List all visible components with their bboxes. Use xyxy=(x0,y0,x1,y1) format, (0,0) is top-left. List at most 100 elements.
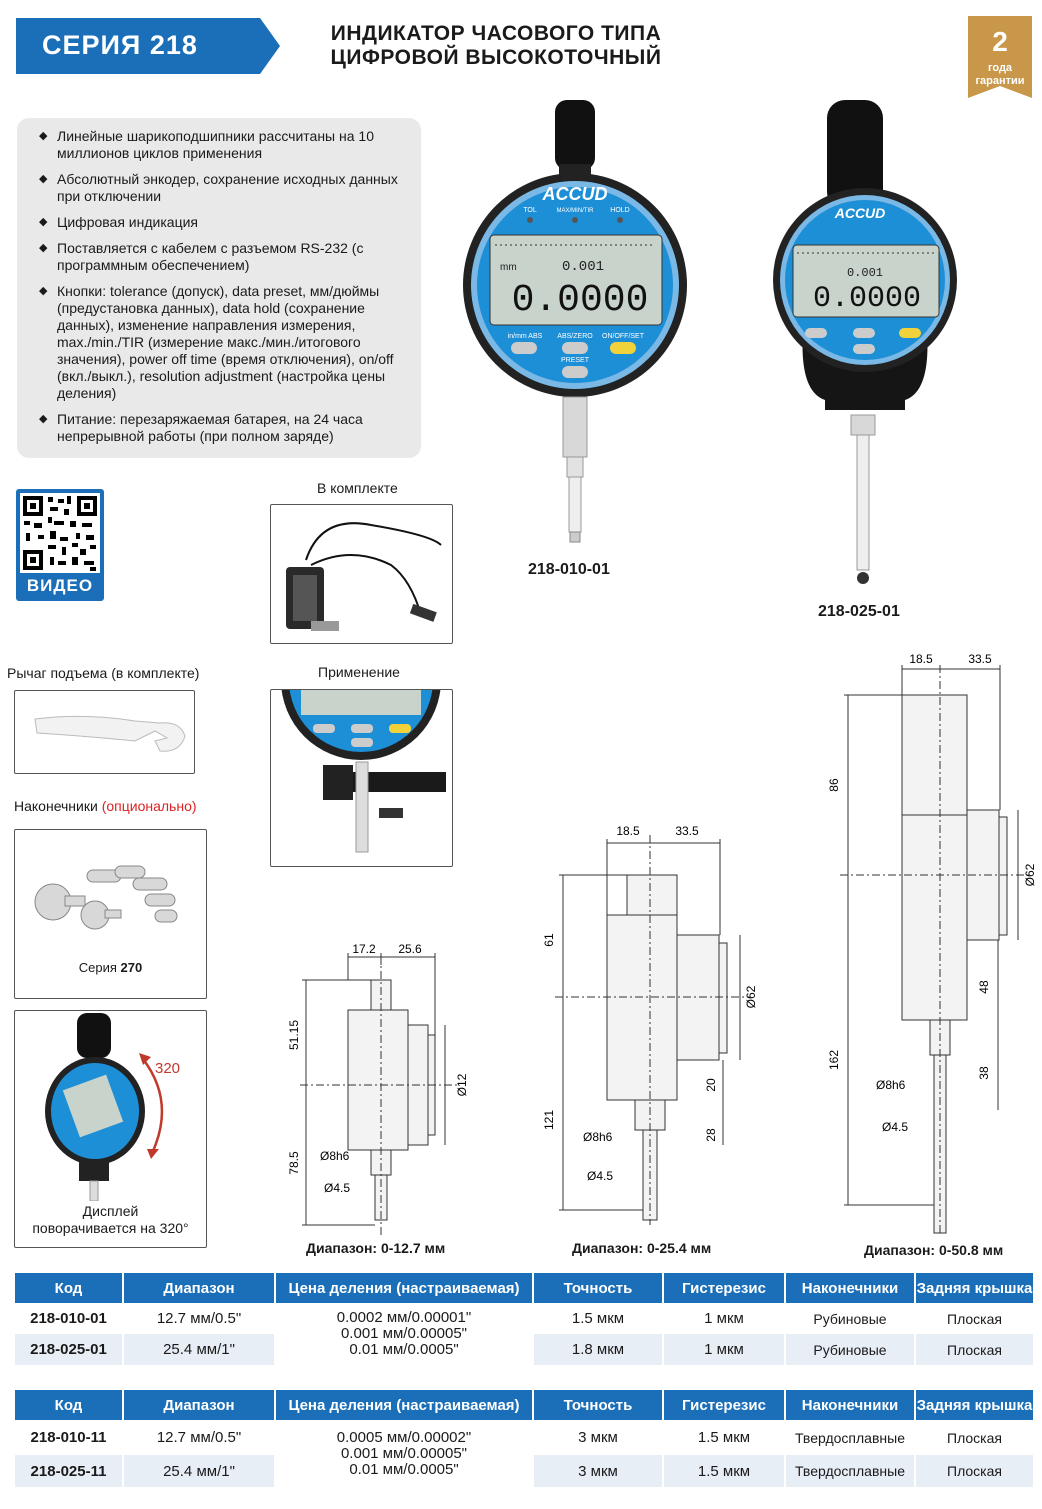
lift-lever-icon xyxy=(34,715,186,752)
col-header: Задняя крышка xyxy=(914,1273,1033,1303)
dim-height-lower: 121 xyxy=(542,1110,556,1130)
cell-back: Плоская xyxy=(914,1455,1033,1487)
dim-height-upper: 61 xyxy=(542,933,556,947)
cell-range: 12.7 мм/0.5" xyxy=(122,1420,275,1455)
tips-series-number: 270 xyxy=(120,960,143,975)
cell-code: 218-010-11 xyxy=(15,1420,123,1455)
btn-tol-label: TOL xyxy=(523,207,537,214)
spec-table-2: Код Диапазон Цена деления (настраиваемая… xyxy=(15,1390,1033,1487)
drawing-218-025-long: 18.5 33.5 86 162 Ø62 48 38 Ø8h6 Ø4.5 xyxy=(827,652,1037,1235)
rotation-caption: Дисплей поворачивается на 320° xyxy=(15,1203,206,1237)
cell-tips: Твердосплавные xyxy=(784,1455,915,1487)
drawing-218-025: 18.5 33.5 61 121 Ø62 20 28 Ø8h6 Ø4.5 xyxy=(542,824,758,1225)
cell-tips: Рубиновые xyxy=(784,1303,915,1334)
product-image-218-025-01: ACCUD 0.001 0.0000 xyxy=(773,100,957,584)
series-title: СЕРИЯ 218 xyxy=(42,30,198,60)
cell-tips: Твердосплавные xyxy=(784,1420,915,1455)
spec-table-1: Код Диапазон Цена деления (настраиваемая… xyxy=(15,1273,1033,1365)
product-image-218-010-01: ACCUD TOL MAX/MIN/TIR HOLD mm 0.001 0.00… xyxy=(463,100,687,543)
application-title: Применение xyxy=(318,664,400,680)
col-header: Гистерезис xyxy=(662,1390,785,1420)
cell-range: 25.4 мм/1" xyxy=(122,1455,275,1487)
dim-top-a: 18.5 xyxy=(909,652,933,666)
btn-maxmin-label: MAX/MIN/TIR xyxy=(557,208,595,214)
cell-range: 25.4 мм/1" xyxy=(122,1334,275,1365)
dim-diameter: Ø12 xyxy=(455,1073,469,1096)
cell-back: Плоская xyxy=(914,1334,1033,1365)
dim-stem: Ø8h6 xyxy=(876,1078,906,1092)
dim-top-a: 17.2 xyxy=(352,942,376,956)
rotation-caption-line2: поворачивается на 320° xyxy=(32,1220,189,1236)
lever-title: Рычаг подъема (в комплекте) xyxy=(7,665,200,681)
cell-accuracy: 3 мкм xyxy=(532,1455,663,1487)
feature-item: Кнопки: tolerance (допуск), data preset,… xyxy=(39,283,407,402)
range-caption-2: Диапазон: 0-25.4 мм xyxy=(572,1240,712,1256)
cell-hysteresis: 1.5 мкм xyxy=(662,1420,785,1455)
col-header: Код xyxy=(15,1273,123,1303)
warranty-text-line1: года xyxy=(987,62,1013,74)
col-header: Задняя крышка xyxy=(914,1390,1033,1420)
tips-image-box: Серия 270 xyxy=(14,829,207,999)
feature-item: Линейные шарикоподшипники рассчитаны на … xyxy=(39,128,407,162)
brand-logo: ACCUD xyxy=(834,205,886,221)
table-row: 218-025-01 25.4 мм/1" 1.8 мкм 1 мкм Руби… xyxy=(15,1334,1033,1365)
col-header: Цена деления (настраиваемая) xyxy=(274,1273,533,1303)
measuring-tips-icon xyxy=(34,865,178,930)
lever-image-box xyxy=(14,690,195,774)
range-caption-1: Диапазон: 0-12.7 мм xyxy=(306,1240,446,1256)
display-small-value: 0.001 xyxy=(562,259,604,275)
dim-tip: Ø4.5 xyxy=(324,1181,350,1195)
table-header-row: Код Диапазон Цена деления (настраиваемая… xyxy=(15,1390,1033,1420)
dim-height-upper: 86 xyxy=(827,778,841,792)
table-row: 218-010-11 12.7 мм/0.5" 0.0005 мм/0.0000… xyxy=(15,1420,1033,1487)
dim-top-a: 18.5 xyxy=(616,824,640,838)
cable-image-box xyxy=(270,504,453,644)
cell-resolution: 0.0005 мм/0.00002" 0.001 мм/0.00005" 0.0… xyxy=(274,1420,533,1487)
rotation-image-box: 320 Дисплей поворачивается на 320° xyxy=(14,1010,207,1248)
application-stand-icon xyxy=(281,690,446,853)
tips-series-prefix: Серия xyxy=(78,960,117,975)
table-header-row: Код Диапазон Цена деления (настраиваемая… xyxy=(15,1273,1033,1303)
table-row: 218-010-01 12.7 мм/0.5" 0.0002 мм/0.0000… xyxy=(15,1303,1033,1365)
display-small-value: 0.001 xyxy=(847,266,883,280)
tips-series-caption: Серия 270 xyxy=(15,960,206,975)
resolution-line: 0.01 мм/0.0005" xyxy=(349,1341,459,1358)
cell-tips: Рубиновые xyxy=(784,1334,915,1365)
cell-accuracy: 1.8 мкм xyxy=(532,1334,663,1365)
banner-arrow-shape xyxy=(16,18,280,74)
video-qr-code[interactable]: ВИДЕО xyxy=(16,489,104,601)
cell-hysteresis: 1 мкм xyxy=(662,1334,785,1365)
dim-stem: Ø8h6 xyxy=(320,1149,350,1163)
model-label-2: 218-025-01 xyxy=(818,603,900,620)
tips-title-text: Наконечники xyxy=(14,798,98,814)
range-caption-3: Диапазон: 0-50.8 мм xyxy=(864,1242,1004,1258)
feature-item: Цифровая индикация xyxy=(39,214,407,231)
warranty-text: года гарантии xyxy=(968,62,1032,88)
cell-code: 218-010-01 xyxy=(15,1303,123,1334)
dim-diameter: Ø62 xyxy=(744,985,758,1008)
dim-tip: Ø4.5 xyxy=(587,1169,613,1183)
cell-hysteresis: 1.5 мкм xyxy=(662,1455,785,1487)
col-header: Код xyxy=(15,1390,123,1420)
tips-optional-text: (опционально) xyxy=(101,798,197,814)
dim-height-upper: 51.15 xyxy=(287,1020,301,1050)
dim-38: 38 xyxy=(977,1066,991,1080)
dim-tip: Ø4.5 xyxy=(882,1120,908,1134)
resolution-line: 0.0002 мм/0.00001" xyxy=(336,1309,472,1326)
display-main-value: 0.0000 xyxy=(813,282,921,316)
dim-stem: Ø8h6 xyxy=(583,1130,613,1144)
cell-accuracy: 1.5 мкм xyxy=(532,1303,663,1334)
cell-accuracy: 3 мкм xyxy=(532,1420,663,1455)
cell-code: 218-025-01 xyxy=(15,1334,123,1365)
feature-item: Поставляется с кабелем с разъемом RS-232… xyxy=(39,240,407,274)
btn-hold-label: HOLD xyxy=(610,207,629,214)
col-header: Цена деления (настраиваемая) xyxy=(274,1390,533,1420)
cell-back: Плоская xyxy=(914,1420,1033,1455)
col-header: Диапазон xyxy=(122,1390,275,1420)
table-row: 218-025-11 25.4 мм/1" 3 мкм 1.5 мкм Твер… xyxy=(15,1455,1033,1487)
col-header: Точность xyxy=(532,1273,663,1303)
feature-item: Абсолютный энкодер, сохранение исходных … xyxy=(39,171,407,205)
dim-top-b: 33.5 xyxy=(968,652,992,666)
page-title-line1: ИНДИКАТОР ЧАСОВОГО ТИПА xyxy=(330,22,662,45)
page-title-line2: ЦИФРОВОЙ ВЫСОКОТОЧНЫЙ xyxy=(330,46,662,69)
